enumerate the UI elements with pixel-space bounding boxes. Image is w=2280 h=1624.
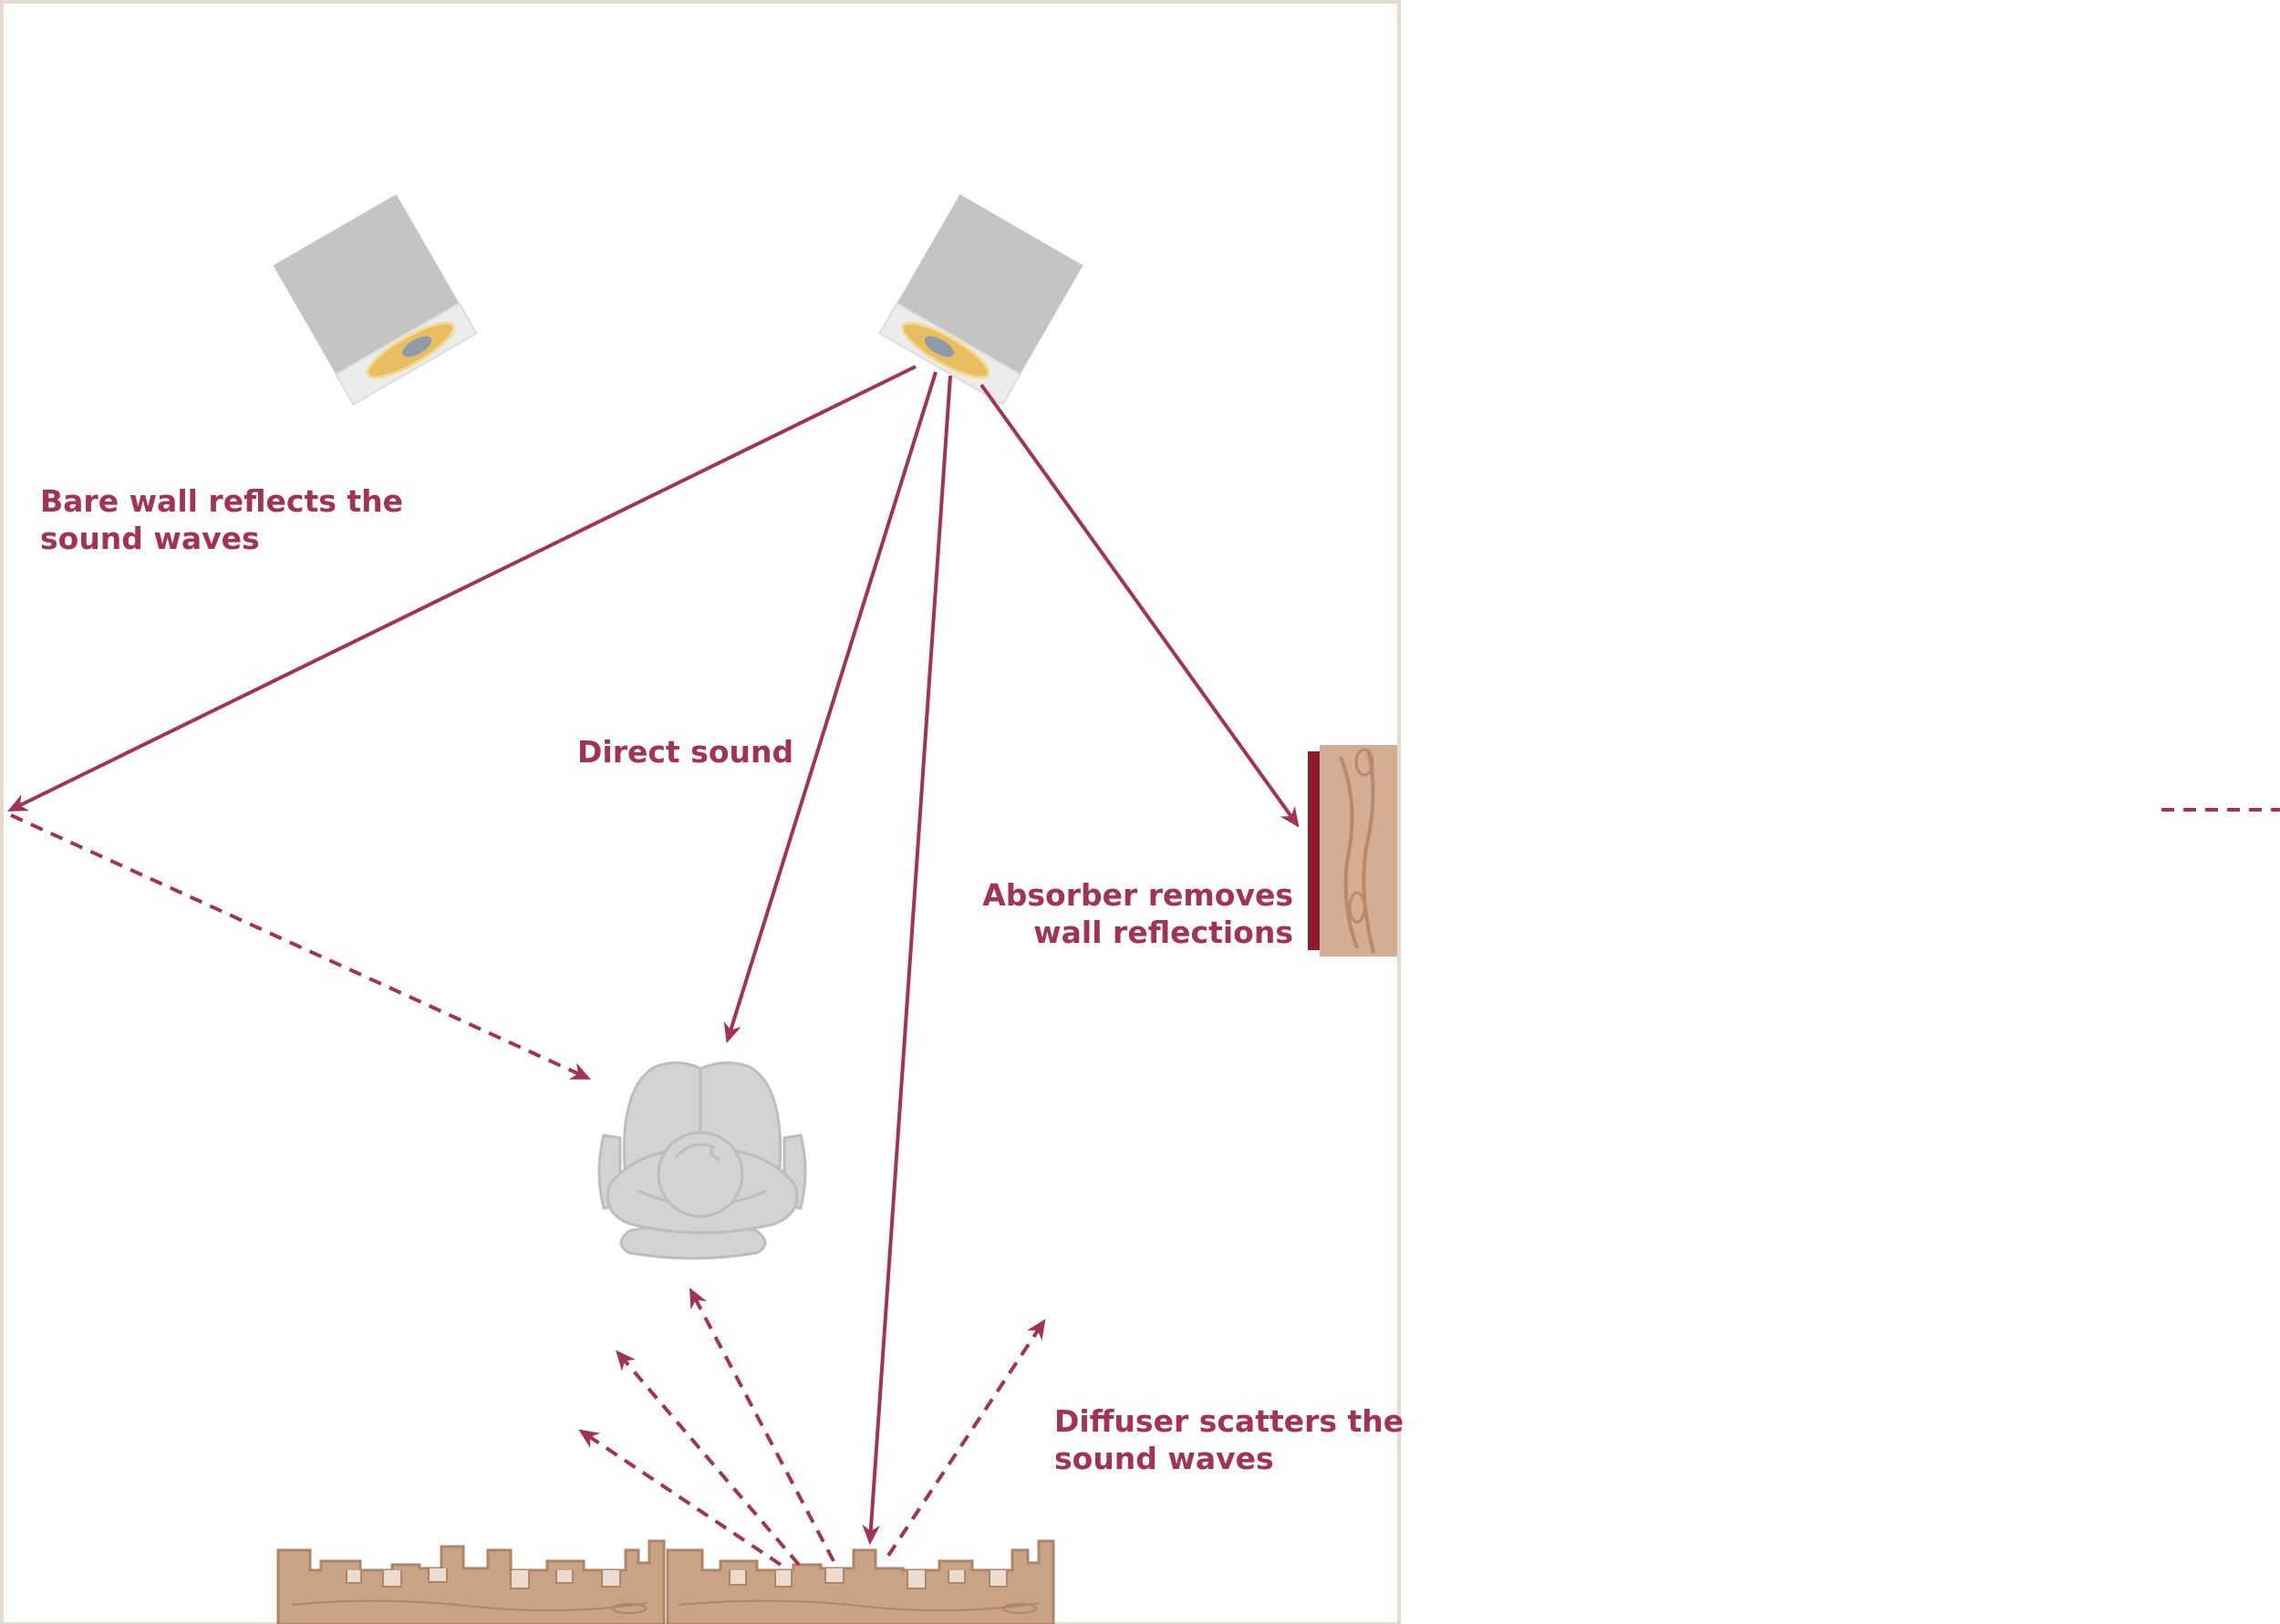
listener-chair-icon: [597, 1061, 807, 1260]
scattered-wave-arrow: [886, 1319, 1046, 1557]
diffuser-incident-arrow: [862, 375, 952, 1546]
scattered-wave-arrow: [578, 1429, 782, 1567]
room-outline: [0, 0, 1401, 1624]
speaker-icon: [878, 194, 1083, 406]
scattered-wave-arrow: [689, 1288, 835, 1562]
diffuser-panel-icon: [666, 1539, 1055, 1624]
direct-sound-arrow: [723, 371, 938, 1044]
wall-reflection-arrow: [7, 365, 917, 812]
absorber-panel-icon: [1308, 745, 1397, 957]
bare-wall-label: Bare wall reflects the sound waves: [40, 483, 404, 556]
scattered-wave-arrow: [616, 1350, 801, 1567]
diffuser-label: Diffuser scatters the sound waves: [1054, 1403, 1404, 1476]
absorber-incident-arrow: [979, 383, 1300, 828]
absorber-label: Absorber removes wall reflections: [982, 877, 1293, 950]
diffuser-panel-icon: [276, 1539, 666, 1624]
reflected-wave-arrow: [10, 813, 592, 1080]
direct-sound-label: Direct sound: [577, 734, 794, 770]
speaker-icon: [273, 194, 478, 406]
